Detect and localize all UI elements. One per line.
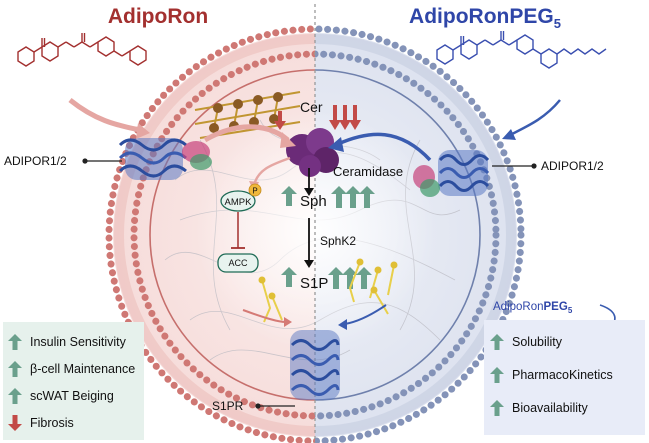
s1p-up-arrows-right <box>328 267 372 289</box>
title-peg-subscript: 5 <box>554 16 561 31</box>
effects-right-up-arrow-0 <box>490 334 504 350</box>
s1p-up-arrow-left <box>281 267 297 287</box>
s1p-lipid-heads <box>258 258 398 300</box>
adipor-left-label: ADIPOR1/2 <box>4 154 67 168</box>
adipor-right-receptor <box>413 150 490 197</box>
pathway-arrow-ceramidase-sph <box>304 168 314 196</box>
s1p-to-s1pr-arrow-left <box>242 309 287 323</box>
ceramidase-label: Ceramidase <box>333 164 403 179</box>
effects-left-label-1: β-cell Maintenance <box>30 362 135 376</box>
ceramidase-enzyme <box>286 128 339 177</box>
title-peg-main: AdipoRonPEG <box>409 5 554 28</box>
s1pr-label: S1PR <box>212 399 244 413</box>
ceramidase-to-ampk-arrow <box>252 156 291 186</box>
adiporon-entry-arrowhead <box>136 123 150 139</box>
acc-label: ACC <box>228 258 248 268</box>
ampk-phospho <box>248 183 262 197</box>
effects-right-list: SolubilityPharmacoKineticsBioavailabilit… <box>490 334 613 416</box>
effects-left-label-2: scWAT Beiging <box>30 389 114 403</box>
s1p-lipids <box>261 261 395 323</box>
sph-up-arrow-left <box>281 186 297 206</box>
adiporon-entry-arrow <box>68 98 141 133</box>
right-receptor-to-ceramidase-arrow <box>337 132 432 162</box>
effects-left-up-arrow-1 <box>8 361 22 377</box>
s1p-to-s1pr-arrowhead-right <box>338 319 347 330</box>
s1pr-pointer-dot <box>255 403 261 409</box>
effects-right-header-bold: PEG <box>544 301 568 313</box>
s1p-to-s1pr-arrowhead-left <box>284 317 292 327</box>
effects-left-up-arrow-0 <box>8 334 22 350</box>
left-receptor-to-ceramidase-arrowhead <box>280 132 296 148</box>
peg-entry-arrow <box>509 99 561 137</box>
effects-right-panel <box>484 320 645 435</box>
s1p-label: S1P <box>300 275 328 292</box>
effects-left-label-3: Fibrosis <box>30 416 74 430</box>
s1pr-receptor <box>290 330 340 400</box>
effects-right-header-main: AdipoRon <box>493 301 544 313</box>
effects-right-label-1: PharmacoKinetics <box>512 368 613 382</box>
cer-label: Cer <box>300 99 323 115</box>
adiporon-structure <box>17 33 147 67</box>
s1p-to-s1pr-arrow-right <box>344 304 387 325</box>
sph-label: Sph <box>300 193 327 210</box>
effects-right-label-2: Bioavailability <box>512 401 588 415</box>
effects-right-up-arrow-1 <box>490 367 504 383</box>
effects-right-up-arrow-2 <box>490 400 504 416</box>
adipor-left-pointer-dot <box>82 158 88 164</box>
cer-down-arrow-left <box>274 111 286 130</box>
sphk2-label: SphK2 <box>320 234 356 248</box>
ampk-phospho-label: P <box>252 187 257 196</box>
cer-down-arrows-right <box>329 105 361 130</box>
effects-left-down-arrow-3 <box>8 415 22 431</box>
effects-right-header: AdipoRonPEG5 <box>493 301 573 315</box>
title-adiporon: AdipoRon <box>108 5 208 28</box>
right-receptor-to-ceramidase-arrowhead <box>328 137 344 152</box>
adipor-left-receptor <box>118 138 212 180</box>
peg-entry-arrowhead <box>502 129 516 140</box>
effects-left-up-arrow-2 <box>8 388 22 404</box>
ampk-node <box>220 190 256 212</box>
effects-left-panel <box>3 322 144 440</box>
acc-node <box>217 253 259 273</box>
title-adiporonpeg5: AdipoRonPEG5 <box>409 5 561 31</box>
effects-right-header-sub: 5 <box>568 306 573 315</box>
pathway-arrow-sph-s1p <box>304 218 314 268</box>
effects-right-label-0: Solubility <box>512 335 563 349</box>
effects-left-label-0: Insulin Sensitivity <box>30 335 127 349</box>
effects-left-list: Insulin Sensitivity β-cell Maintenance scW… <box>8 334 135 431</box>
adipor-right-pointer-dot <box>531 163 537 169</box>
adipor-right-label: ADIPOR1/2 <box>541 159 604 173</box>
adiporonpeg5-structure <box>436 31 607 69</box>
sph-up-arrows-right <box>331 186 375 208</box>
ampk-label: AMPK <box>225 197 253 208</box>
